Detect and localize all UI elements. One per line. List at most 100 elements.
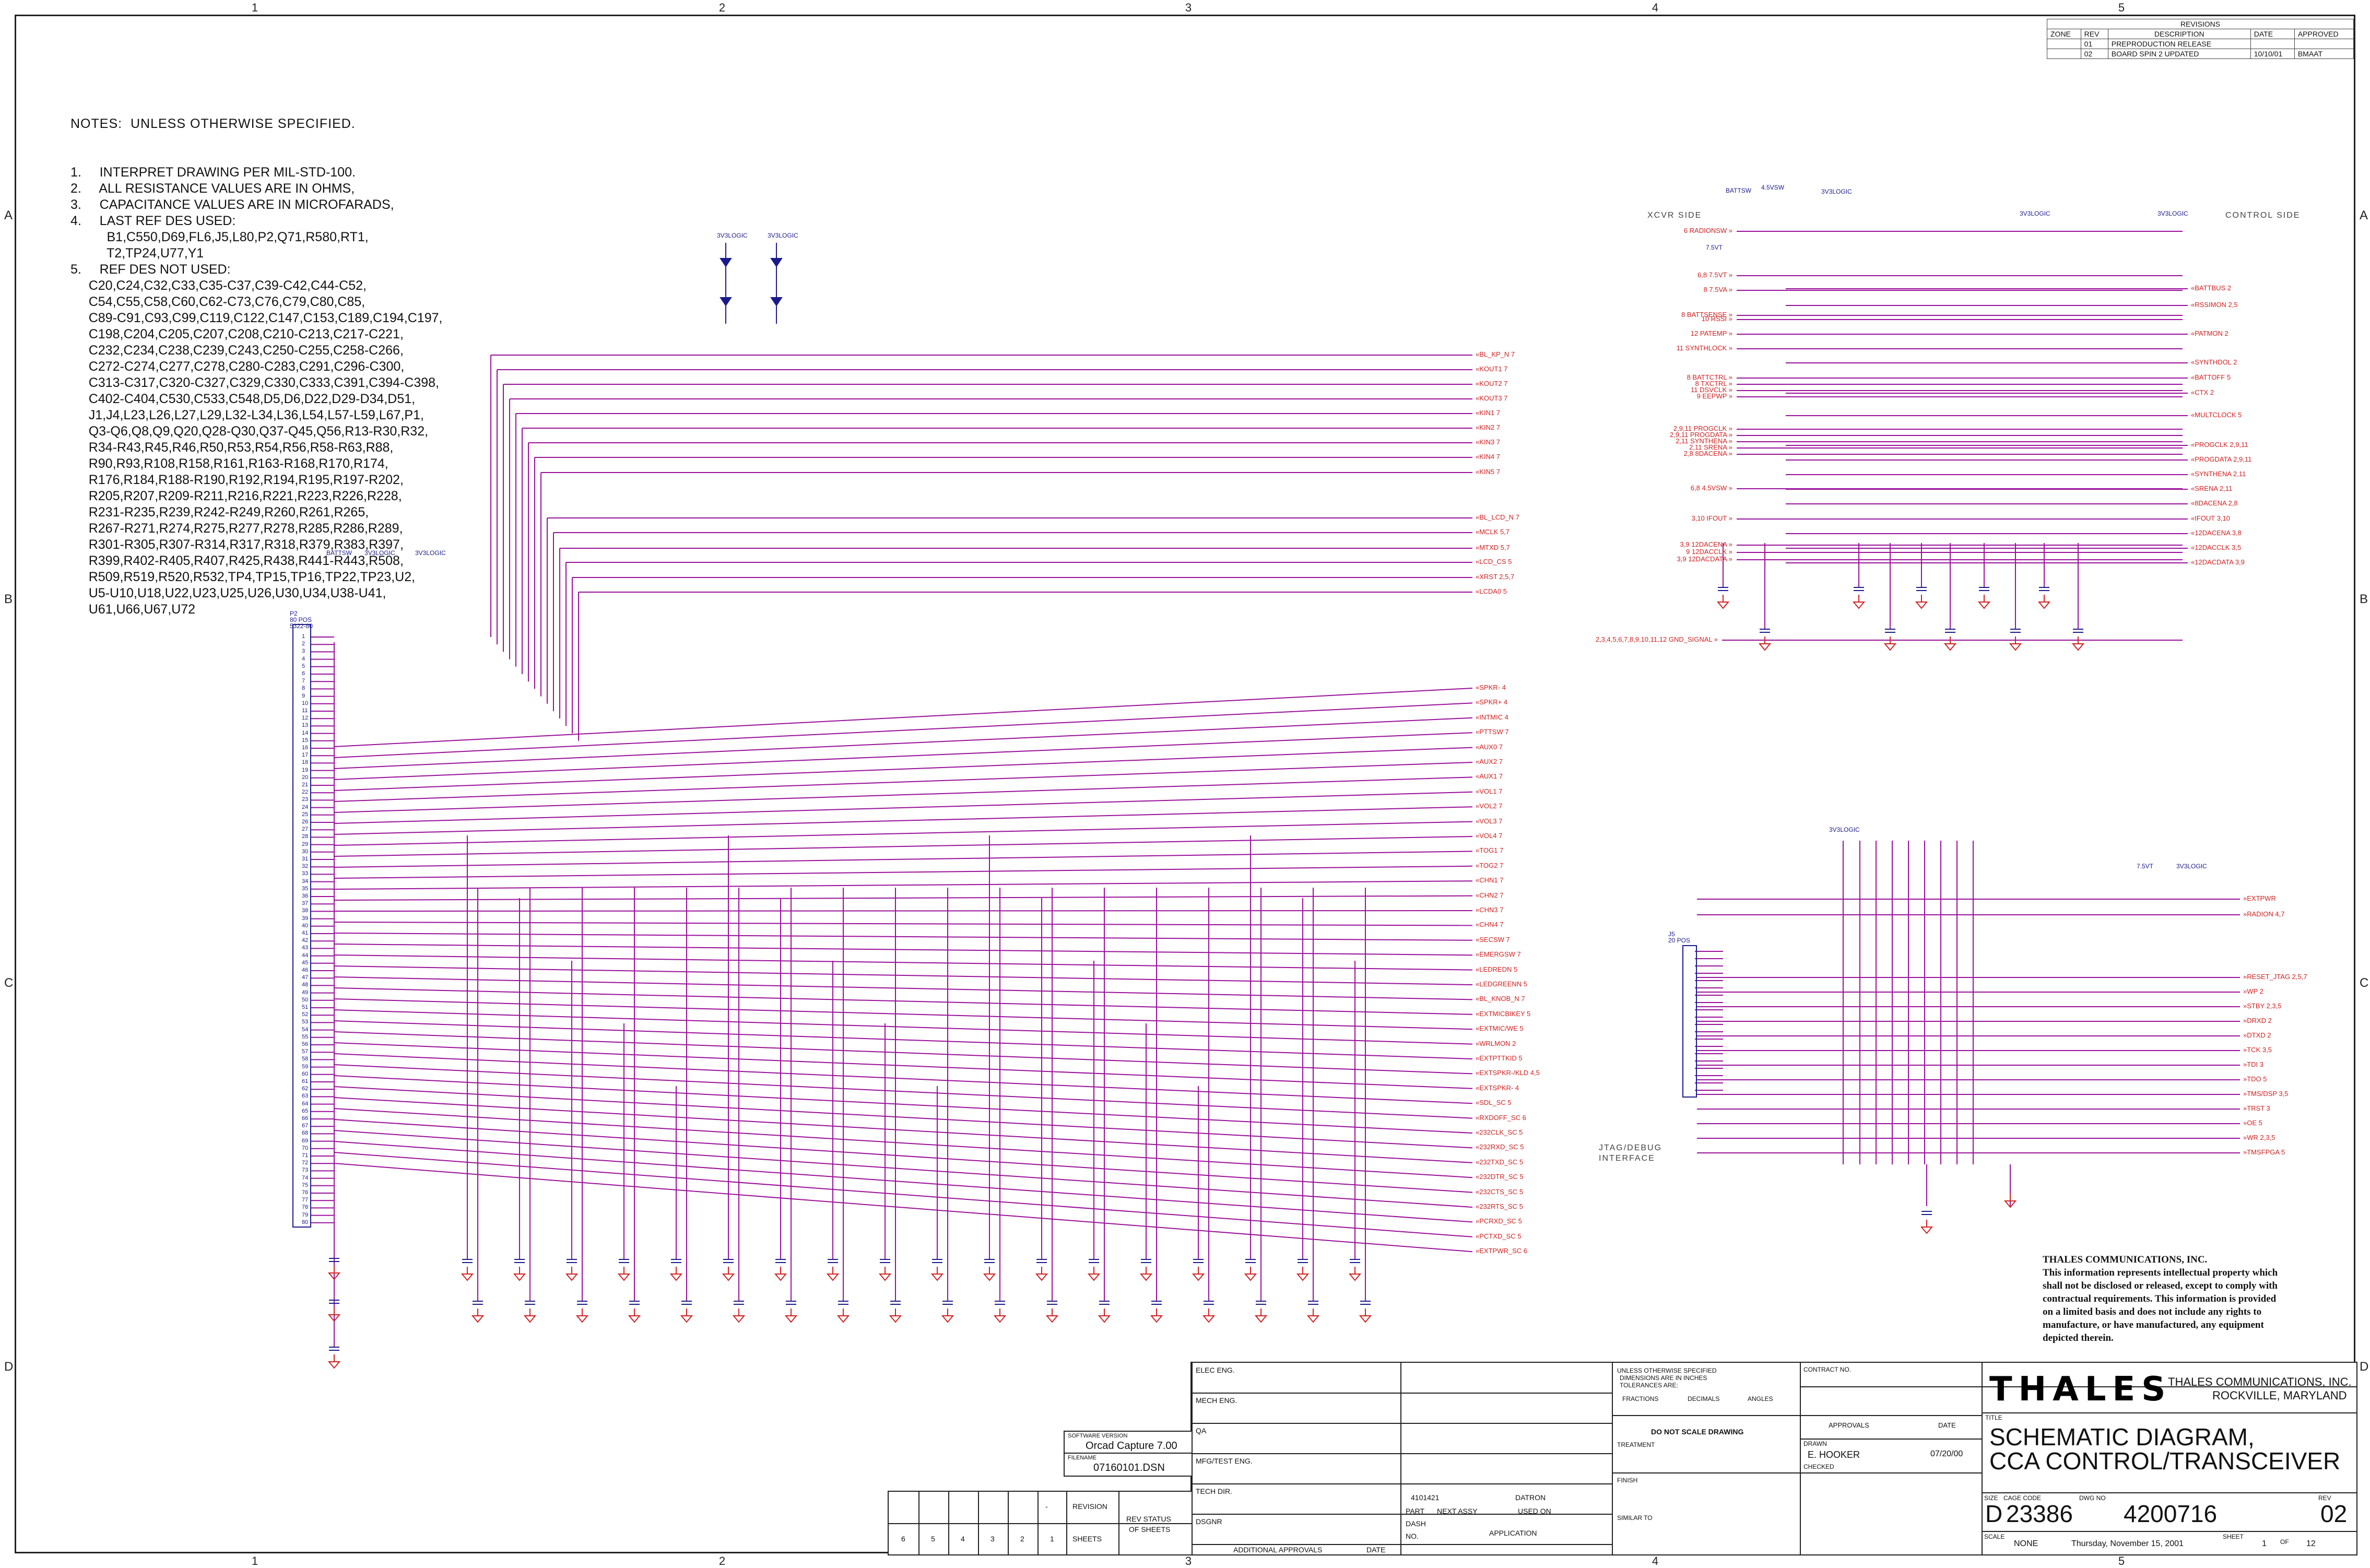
zone-row-d-right: D: [2360, 1360, 2369, 1374]
note-line: R176,R184,R188-R190,R192,R194,R195,R197-…: [70, 473, 404, 487]
p2-pin-number: 50: [302, 996, 309, 1003]
p2-pin-number: 74: [302, 1174, 309, 1181]
signal-label: «PATMON 2: [2191, 329, 2228, 337]
power-label-3v3logic: 3V3LOGIC: [415, 549, 446, 557]
p2-desc: 80 POS: [290, 616, 312, 623]
signal-label: «IFOUT 3,10: [2191, 514, 2230, 522]
rev-status-label: REV STATUS: [1126, 1515, 1171, 1523]
zone-row-a: A: [4, 208, 13, 222]
signal-wire: [334, 1064, 1473, 1119]
power-label-3v3logic: 3V3LOGIC: [717, 232, 748, 239]
signal-label: «KOUT3 7: [1476, 394, 1508, 402]
ground-symbol: [878, 1267, 892, 1281]
ground-symbol: [774, 1267, 787, 1281]
signal-label: »EXTPWR: [2243, 894, 2276, 902]
ground-symbol: [1758, 636, 1772, 651]
signal-wire: [334, 1009, 1473, 1045]
signal-label: »RADION 4,7: [2243, 910, 2285, 918]
sheet-col-6: 6: [901, 1535, 905, 1543]
signal-wire: [334, 717, 1473, 769]
p2-refdes: P2: [290, 610, 298, 617]
ground-symbol: [1202, 1308, 1216, 1323]
signal-label: 8 BATTSENSE »: [1681, 311, 1732, 319]
ground-symbol: [1045, 1308, 1059, 1323]
ground-symbol: [1977, 595, 1991, 609]
signal-label: «CHN4 7: [1476, 921, 1504, 929]
p2-pin-number: 71: [302, 1152, 309, 1159]
p2-pin-number: 80: [302, 1219, 309, 1225]
signal-label: «MCLK 5,7: [1476, 528, 1510, 536]
signal-wire: [334, 865, 1473, 879]
note-line: C20,C24,C32,C33,C35-C37,C39-C42,C44-C52,: [70, 278, 367, 293]
signal-label: »TMS/DSP 3,5: [2243, 1090, 2289, 1098]
signal-label: «SDL_SC 5: [1476, 1099, 1512, 1107]
signal-wire: [334, 922, 1473, 926]
signal-wire: [334, 1075, 1473, 1134]
wire-group: [310, 231, 2240, 1347]
signal-label: 9 12DACCLK »: [1686, 548, 1732, 556]
mfg-label: MFG/TEST ENG.: [1196, 1457, 1253, 1465]
p2-pin-number: 17: [302, 752, 309, 759]
ground-symbol: [327, 1266, 341, 1280]
signal-label: «BATTOFF 5: [2191, 373, 2231, 381]
ground-symbol: [1098, 1308, 1111, 1323]
signal-label: «LCD_CS 5: [1476, 558, 1512, 565]
p2-pin-number: 25: [302, 811, 309, 818]
diode-icon: [720, 258, 732, 306]
zone-col-1-bottom: 1: [251, 1554, 258, 1567]
signal-label: «MTXD 5,7: [1476, 544, 1510, 551]
signal-label: »WP 2: [2243, 987, 2263, 995]
p2-pin-number: 15: [302, 737, 309, 744]
signal-label: «LEDREDN 5: [1476, 965, 1518, 973]
p2-pin-number: 11: [302, 708, 308, 714]
signal-label: «KOUT1 7: [1476, 365, 1508, 373]
p2-pin-number: 62: [302, 1086, 309, 1092]
p2-pin-number: 46: [302, 967, 309, 973]
p2-pin-number: 63: [302, 1093, 309, 1100]
p2-pin-number: 37: [302, 900, 309, 907]
signal-label: «SYNTHENA 2,11: [2191, 470, 2246, 478]
p2-pin-number: 43: [302, 945, 309, 951]
p2-pin-number: 61: [302, 1078, 309, 1084]
signal-wire: [334, 880, 1473, 890]
ground-symbol: [523, 1308, 537, 1323]
signal-wire: [334, 776, 1473, 813]
signal-label: 6,8 7.5VT »: [1697, 271, 1732, 279]
signal-label: »TDO 5: [2243, 1075, 2267, 1083]
zone-row-b: B: [4, 592, 13, 606]
signal-label: «232RXD_SC 5: [1476, 1143, 1524, 1151]
signal-label: «RXDOFF_SC 6: [1476, 1113, 1526, 1122]
signal-label: «EMERGSW 7: [1476, 950, 1521, 959]
contract-label: CONTRACT NO.: [1803, 1366, 1852, 1373]
software-block: SOFTWARE VERSION Orcad Capture 7.00 FILE…: [1064, 1431, 1193, 1477]
signal-wire: [334, 732, 1473, 780]
p2-pin-number: 36: [302, 893, 309, 899]
zone-markers-bottom: 1 2 3 4 5: [15, 1553, 2355, 1568]
note-line: R267-R271,R274,R275,R277,R278,R285,R286,…: [70, 521, 403, 536]
of-sheets-label: OF SHEETS: [1129, 1525, 1171, 1534]
signal-label: »TDI 3: [2243, 1060, 2264, 1068]
ground-symbol: [1883, 636, 1897, 651]
zone-markers-top: 1 2 3 4 5: [15, 0, 2355, 15]
note-line: J1,J4,L23,L26,L27,L29,L32-L34,L36,L54,L5…: [70, 408, 424, 422]
signal-label: «KIN2 7: [1476, 423, 1500, 431]
application-label: APPLICATION: [1489, 1529, 1537, 1537]
signal-label: «KIN1 7: [1476, 409, 1500, 417]
revision-label: REVISION: [1072, 1502, 1107, 1511]
revision-row: 01 PREPRODUCTION RELEASE: [2047, 39, 2354, 49]
revisions-title: REVISIONS: [2047, 19, 2354, 29]
note-line: R301-R305,R307-R314,R317,R318,R379,R383,…: [70, 537, 404, 552]
signal-label: «CTX 2: [2191, 388, 2214, 396]
signal-label: «232RTS_SC 5: [1476, 1202, 1523, 1210]
control-side-label: CONTROL SIDE: [2225, 211, 2301, 220]
note-line: C272-C274,C277,C278,C280-C283,C291,C296-…: [70, 359, 405, 374]
ground-symbol: [1244, 1267, 1257, 1281]
note-line: R231-R235,R239,R242-R249,R260,R261,R265,: [70, 505, 369, 520]
component-group: [329, 243, 2083, 1351]
ground-symbols: [327, 595, 2085, 1369]
signal-label: 12 PATEMP »: [1690, 329, 1732, 337]
p2-pin-number: 13: [302, 722, 309, 729]
p2-pin-number: 33: [302, 870, 309, 877]
zone-col-3: 3: [1185, 1, 1192, 14]
